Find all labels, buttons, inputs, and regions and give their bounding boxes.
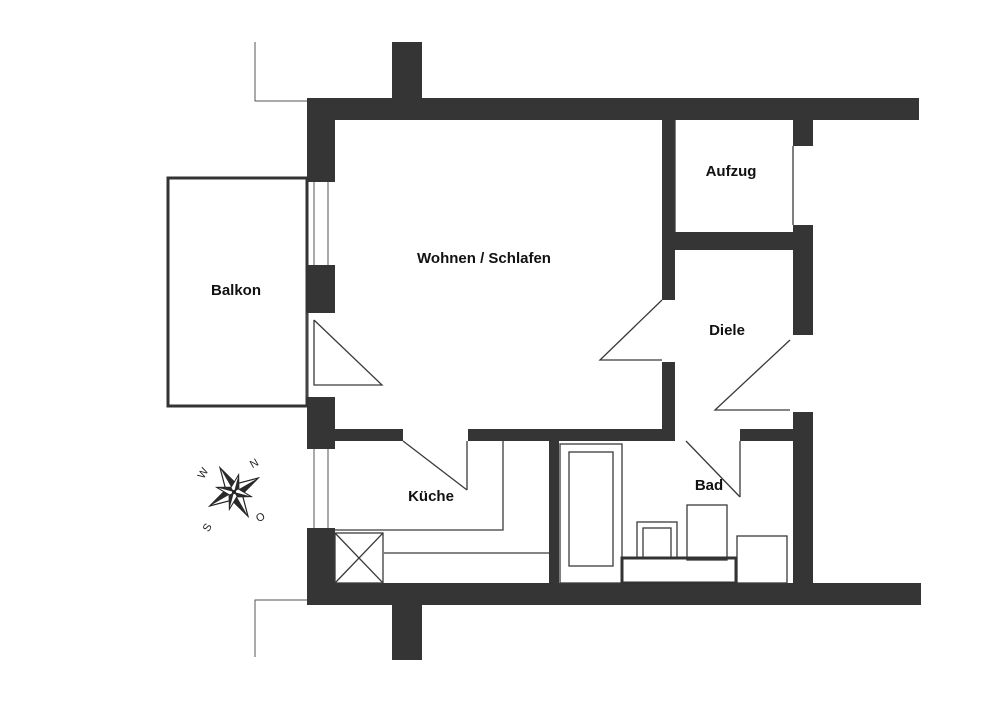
door-swings xyxy=(313,299,791,498)
compass-east-label: O xyxy=(254,510,268,525)
compass-rose xyxy=(207,465,261,519)
room-label-wohnen: Wohnen / Schlafen xyxy=(417,250,551,267)
bathroom-fixtures xyxy=(559,443,788,585)
room-label-diele: Diele xyxy=(709,322,745,339)
window-frames xyxy=(306,182,329,528)
room-label-bad: Bad xyxy=(695,477,723,494)
walls xyxy=(307,42,921,660)
room-label-balkon: Balkon xyxy=(211,282,261,299)
room-label-kueche: Küche xyxy=(408,488,454,505)
room-label-aufzug: Aufzug xyxy=(706,163,757,180)
compass-west-label: W xyxy=(196,465,212,481)
neighbour-lines xyxy=(254,42,308,657)
elevator-shaft xyxy=(674,120,794,232)
compass-north-label: N xyxy=(248,457,261,471)
balcony xyxy=(166,176,309,408)
kitchen-counter xyxy=(334,441,549,584)
compass-south-label: S xyxy=(201,522,215,534)
